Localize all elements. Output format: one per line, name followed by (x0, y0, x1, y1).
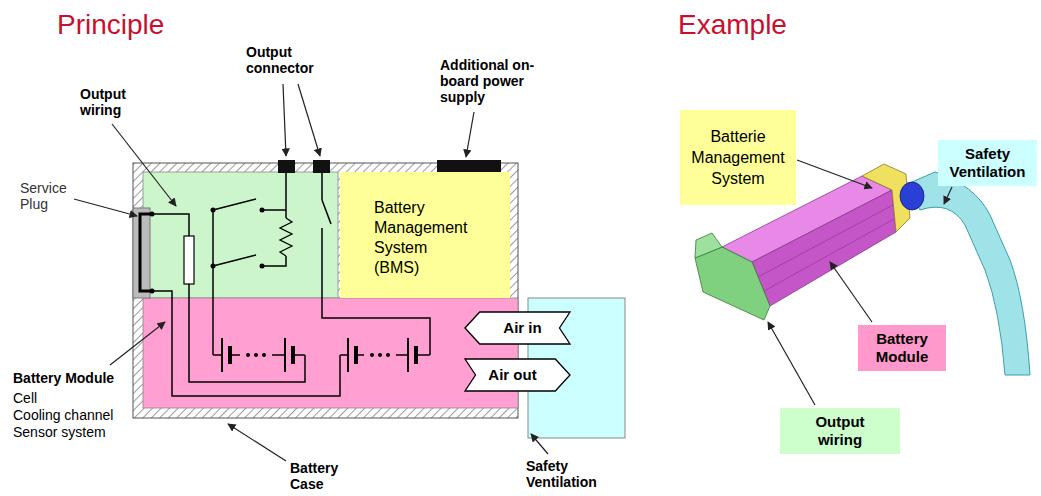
switch-symbol (322, 200, 331, 224)
leader-line (74, 199, 137, 216)
section-heading: Principle (57, 8, 164, 42)
output-connector (278, 160, 295, 173)
leader-line (466, 112, 474, 157)
leader-line (768, 322, 815, 405)
part-label: Safety Ventilation (526, 458, 616, 490)
node-text: Output wiring (805, 413, 875, 449)
ellipsis-dot (370, 353, 374, 357)
label-anchor: Service Plug (20, 180, 82, 212)
switch-contact (211, 264, 216, 269)
leader-line (112, 124, 176, 206)
list-item: Cooling channel (13, 407, 113, 424)
ellipsis-dot (262, 353, 266, 357)
service-plug-bridge (140, 214, 152, 291)
part-label: Battery Module (13, 370, 114, 387)
fuse-symbol (184, 236, 194, 284)
resistor-symbol (280, 218, 292, 256)
leader-line (944, 187, 952, 204)
label-anchor: Output connector (246, 44, 330, 76)
leader-line (283, 84, 286, 156)
cell-symbol (230, 346, 416, 364)
leader-line (298, 84, 320, 156)
callout-box: Battery Module (858, 325, 946, 371)
node-text: Air in (503, 319, 541, 337)
bms-box: Battery Management System (BMS) (340, 172, 510, 298)
part-label: Output wiring (80, 86, 142, 118)
wire (189, 284, 305, 382)
output-wiring-flange (695, 233, 722, 258)
wire (213, 354, 430, 356)
node-text: Safety Ventilation (945, 145, 1030, 181)
wire (152, 291, 340, 396)
battery-module-front (752, 190, 896, 306)
output-connector (313, 160, 330, 173)
switch-symbol (213, 255, 256, 266)
label-anchor: Battery Case (290, 460, 352, 492)
air-out-arrow: Air out (465, 359, 570, 391)
module-ridge (758, 205, 894, 291)
ellipsis-dot (386, 353, 390, 357)
node-text: Air out (488, 366, 536, 384)
leader-line (797, 160, 872, 188)
wire (152, 214, 189, 236)
leader-lines (74, 84, 548, 461)
list-item: Cell (13, 390, 37, 407)
label-anchor: Cell (13, 390, 37, 407)
battery-case (133, 163, 518, 418)
label-anchor: Output wiring (80, 86, 142, 118)
arrow-outline (465, 359, 570, 391)
wire (212, 210, 214, 355)
part-label: Output connector (246, 44, 330, 76)
part-label: Battery Case (290, 460, 352, 492)
ellipsis-dot (254, 353, 258, 357)
leader-line (110, 322, 165, 365)
switch-contact (211, 208, 216, 213)
cell-symbol (222, 338, 408, 372)
label-anchor: Example (678, 8, 787, 42)
leader-line (830, 262, 872, 322)
label-anchor: Sensor system (13, 424, 106, 441)
switch-symbol (213, 199, 256, 210)
part-label: Additional on-board power supply (440, 57, 536, 105)
node-text: Batterie Management System (689, 126, 787, 189)
list-item: Sensor system (13, 424, 106, 441)
leader-line (228, 424, 286, 461)
label-anchor: Battery Module (13, 370, 114, 387)
part-label: Service Plug (20, 180, 82, 212)
fan-part (900, 182, 924, 210)
node-text: Battery Management System (BMS) (374, 198, 472, 278)
callout-box: Safety Ventilation (938, 140, 1037, 186)
output-wiring-area (143, 172, 338, 298)
battery-module-area (143, 298, 518, 408)
callout-box: Batterie Management System (680, 110, 796, 205)
ellipsis-dot (246, 353, 250, 357)
air-in-arrow: Air in (465, 312, 570, 344)
heading-anchor: Principle (57, 8, 164, 42)
leader-line (531, 434, 548, 454)
callout-box: Output wiring (780, 408, 900, 454)
arrow-outline (465, 312, 570, 344)
section-heading: Example (678, 8, 787, 42)
output-wiring-part (695, 247, 770, 320)
wire (262, 172, 286, 266)
label-anchor: Cooling channel (13, 407, 113, 424)
ellipsis-dot (378, 353, 382, 357)
node-text: Battery Module (865, 330, 939, 366)
label-anchor: Safety Ventilation (526, 458, 616, 490)
label-anchor: Additional on-board power supply (440, 57, 536, 105)
